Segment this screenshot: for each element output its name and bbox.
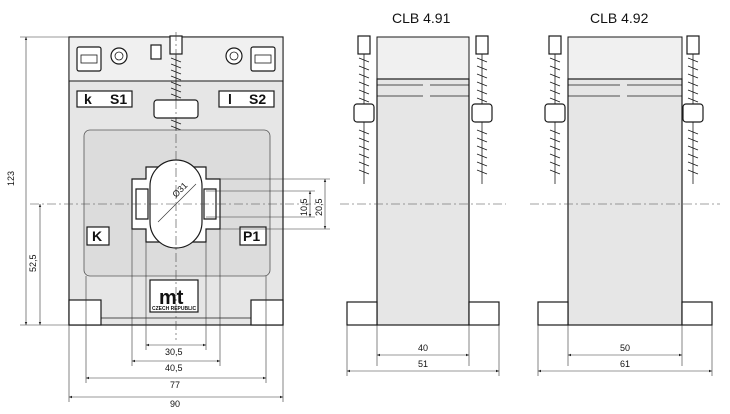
side-a-right-thread (476, 57, 488, 175)
side-b-right-foot (681, 301, 713, 326)
side-a-right-nut (471, 103, 493, 123)
right-screw-inner (229, 51, 239, 61)
side-b-left-nut (544, 103, 566, 123)
dim-width-30-5-label: 30,5 (165, 347, 183, 357)
side-b-left-thread (549, 57, 561, 175)
title-clb-4-91: CLB 4.91 (392, 10, 451, 26)
diameter-line (157, 183, 197, 223)
conductor-slots (135, 188, 217, 220)
side-view-clb-4-91: CLB 4.91 40 51 (340, 10, 506, 376)
terminal-label-k-s1 (76, 90, 133, 108)
side-b-left-foot (537, 301, 569, 326)
side-b-right-nut (682, 103, 704, 123)
dim-slot-small-label: 10,5 (299, 198, 309, 216)
seal-lock (150, 44, 162, 60)
terminal-label-l-s2 (218, 90, 275, 108)
dim-height-center-label: 52,5 (28, 254, 38, 272)
side-b-right-bolt-head (686, 35, 700, 55)
terminal-k-letter: k (84, 91, 92, 107)
terminal-s2-text: S2 (249, 91, 266, 107)
dim-width-40-5-label: 40,5 (165, 363, 183, 373)
front-dimensions: 123 52,5 10,5 20,5 30,5 40,5 77 90 (6, 36, 330, 409)
left-terminal-block (76, 46, 102, 72)
left-foot (68, 299, 102, 326)
title-clb-4-92: CLB 4.92 (590, 10, 649, 26)
primary-p1-text: P1 (243, 228, 260, 244)
side-a-right-foot (468, 301, 500, 326)
side-view-clb-4-92: CLB 4.92 50 61 (530, 10, 720, 376)
right-screw (225, 47, 243, 65)
logo-caption: CZECH REPUBLIC (152, 306, 197, 312)
side-a-body (376, 78, 470, 326)
primary-k-box (86, 226, 110, 246)
left-terminal-slot (80, 54, 98, 64)
dim-width-77-label: 77 (170, 380, 180, 390)
right-terminal-block (250, 46, 276, 72)
side-a-right-bolt-head (475, 35, 489, 55)
side-a-dim-inner-label: 40 (418, 343, 428, 353)
side-b-left-bolt-head (548, 35, 562, 55)
side-b-dim-outer-label: 61 (620, 359, 630, 369)
side-b-dim-inner-label: 50 (620, 343, 630, 353)
terminal-l-letter: l (228, 91, 232, 107)
side-a-top (376, 36, 470, 80)
front-view: k S1 l S2 Ø31 K P1 mt CZECH REPUBLIC (30, 32, 320, 340)
left-screw-inner (114, 51, 124, 61)
side-b-right-thread (687, 57, 699, 175)
side-a-dim-outer-label: 51 (418, 359, 428, 369)
primary-k-text: K (92, 228, 102, 244)
side-b-body (567, 78, 683, 326)
side-a-left-foot (346, 301, 378, 326)
side-a-left-bolt-head (357, 35, 371, 55)
terminal-s1-text: S1 (110, 91, 127, 107)
right-terminal-slot (254, 54, 272, 64)
dim-slot-large-label: 20,5 (314, 198, 324, 216)
primary-p1-box (239, 226, 267, 246)
dim-width-90-label: 90 (170, 399, 180, 409)
mt-logo-glyph: mt (159, 287, 184, 309)
mt-logo (149, 279, 199, 313)
dim-height-total-label: 123 (6, 171, 16, 186)
side-a-left-thread (358, 57, 370, 175)
left-screw (110, 47, 128, 65)
side-b-top (567, 36, 683, 80)
right-foot (250, 299, 284, 326)
side-a-left-nut (353, 103, 375, 123)
